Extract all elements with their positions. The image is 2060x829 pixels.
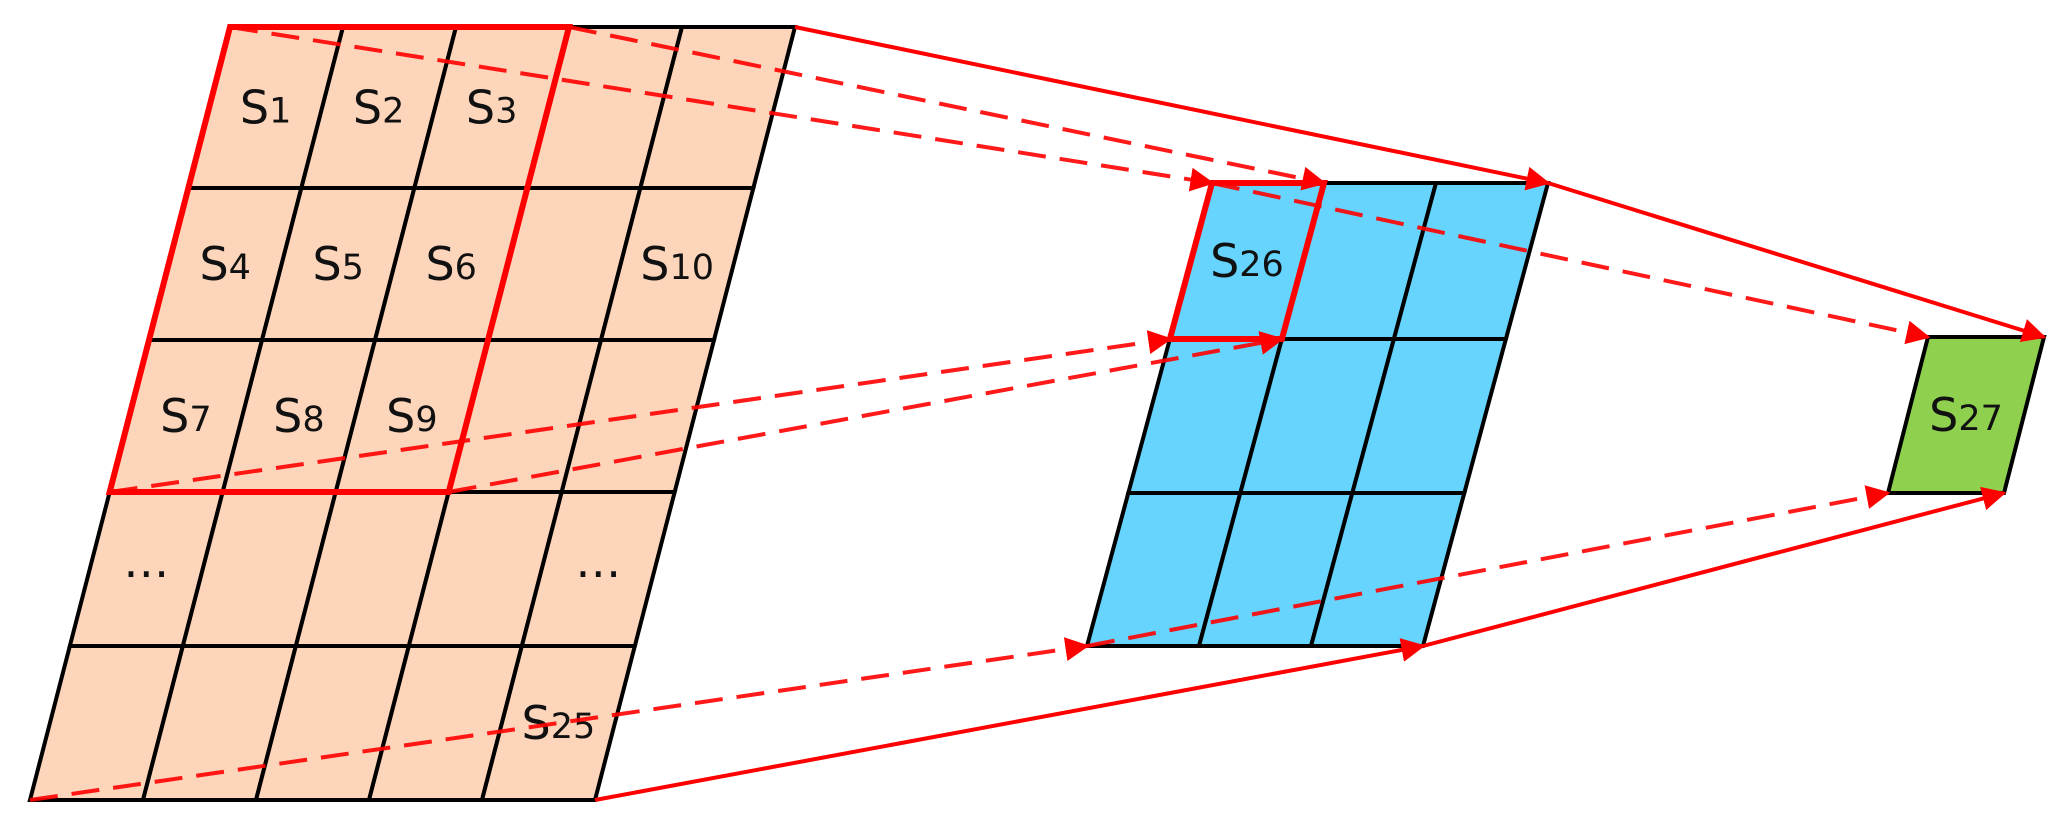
arrow-middle-bl-to-output-bl <box>1086 485 1891 648</box>
input-label-s10: S10 <box>640 237 714 291</box>
input-label-s8: S8 <box>273 389 324 443</box>
input-label-s1: S1 <box>240 81 291 135</box>
input-label-s9: S9 <box>386 389 437 443</box>
middle-grid: S26 <box>1084 180 1551 648</box>
arrow-input-tr-to-middle-tr <box>794 25 1551 191</box>
input-ellipsis-1: … <box>575 534 621 588</box>
output-label-s27: S27 <box>1929 388 2003 442</box>
arrow-field-tr-to-s26-tr <box>568 25 1327 191</box>
input-ellipsis-0: … <box>123 534 169 588</box>
arrow-input-bl-to-middle-bl <box>29 637 1090 802</box>
output-cell: S27 <box>1885 335 2047 495</box>
middle-label-s26: S26 <box>1210 234 1284 288</box>
input-label-s3: S3 <box>466 81 517 135</box>
arrow-middle-tr-to-output-tr <box>1547 181 2047 343</box>
arrow-input-br-to-middle-br <box>594 638 1426 802</box>
arrow-field-br-to-s26-br <box>448 331 1285 494</box>
input-label-s2: S2 <box>353 81 404 135</box>
arrows <box>29 25 2047 802</box>
input-label-s4: S4 <box>199 237 250 291</box>
arrow-middle-br-to-output-br <box>1422 486 2007 648</box>
arrow-middle-tl-to-output-tl <box>1211 181 1931 345</box>
input-label-s5: S5 <box>312 237 363 291</box>
input-label-s6: S6 <box>425 237 476 291</box>
arrow-field-bl-to-s26-bl <box>109 330 1173 494</box>
input-label-s7: S7 <box>160 389 211 443</box>
